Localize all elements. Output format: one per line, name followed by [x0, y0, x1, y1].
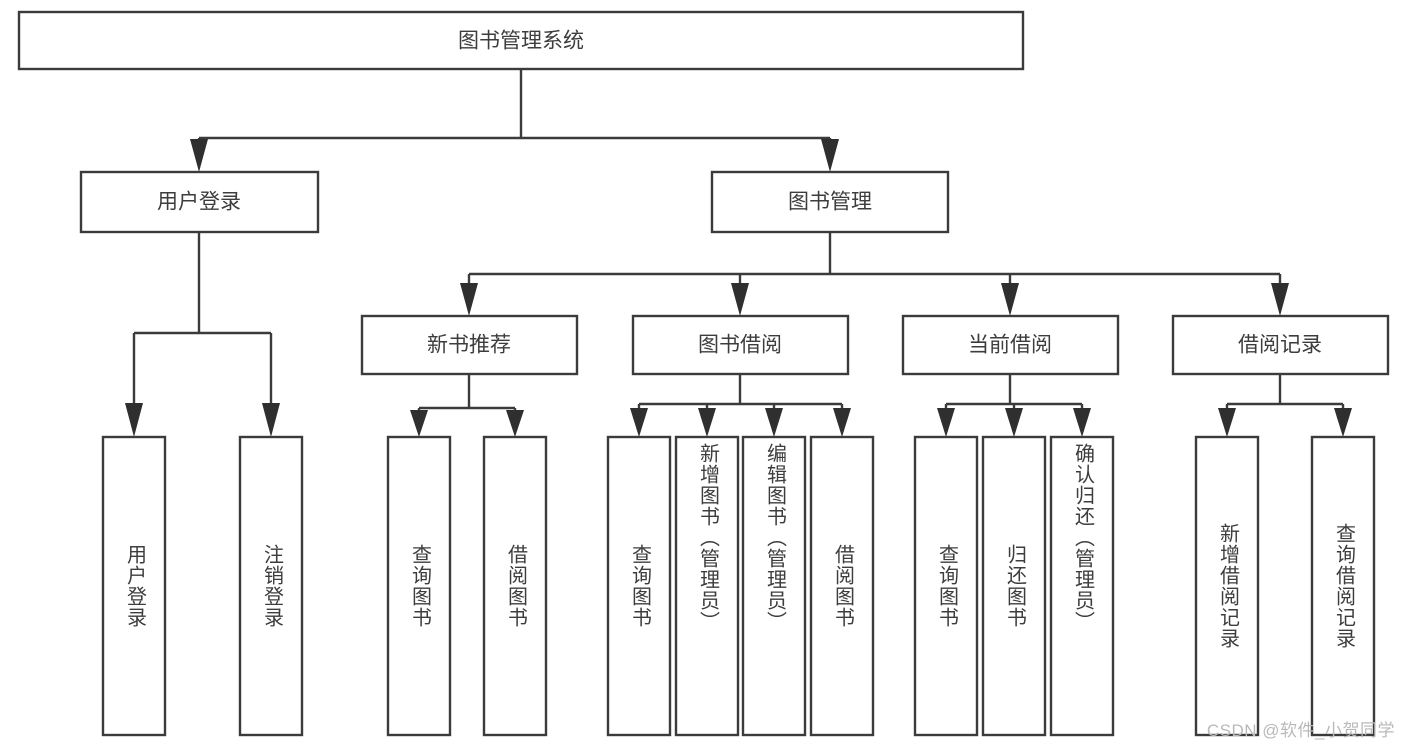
- arrow-head-leaf-return-book: [1005, 408, 1023, 437]
- node-user-login-box[interactable]: [79, 170, 320, 234]
- leaf-user-login-box[interactable]: [101, 435, 167, 737]
- connector-group-user-login: [125, 232, 280, 437]
- node-borrow-record[interactable]: 借阅记录: [1171, 314, 1390, 376]
- node-borrow-record-label: 借阅记录: [1238, 334, 1322, 357]
- arrow-head-user-login: [190, 139, 208, 172]
- node-book-management[interactable]: 图书管理: [710, 170, 950, 234]
- node-book-management-label: 图书管理: [788, 191, 872, 214]
- arrow-head-borrow-record: [1271, 283, 1289, 316]
- leaf-add-borrow-record-box[interactable]: [1194, 435, 1260, 737]
- node-current-borrow-box[interactable]: [901, 314, 1120, 376]
- leaf-return-book-box[interactable]: [981, 435, 1047, 737]
- arrow-head-leaf-borrow-book-rec: [506, 410, 524, 437]
- leaf-logout-login-box[interactable]: [238, 435, 304, 737]
- node-book-management-box[interactable]: [710, 170, 950, 234]
- leaf-query-book-current-box[interactable]: [913, 435, 979, 737]
- node-user-login[interactable]: 用户登录: [79, 170, 320, 234]
- node-root[interactable]: 图书管理系统: [17, 10, 1025, 71]
- leaf-boxes: [101, 435, 1376, 737]
- leaf-borrow-book-rec-box[interactable]: [482, 435, 548, 737]
- leaf-edit-book-admin-box[interactable]: [741, 435, 807, 737]
- arrow-head-leaf-logout-login: [262, 403, 280, 437]
- arrow-head-leaf-user-login: [125, 403, 143, 437]
- arrow-head-leaf-query-book-rec: [410, 410, 428, 437]
- node-root-label: 图书管理系统: [458, 30, 584, 53]
- csdn-watermark: CSDN @软件_小贺同学: [1206, 721, 1395, 740]
- node-book-borrow-box[interactable]: [631, 314, 850, 376]
- leaf-query-book-rec-box[interactable]: [386, 435, 452, 737]
- node-new-book-recommend-label: 新书推荐: [427, 334, 511, 357]
- connector-group-book-management: [460, 232, 1289, 316]
- arrow-head-leaf-edit-book-admin: [765, 408, 783, 437]
- connector-group-current-borrow: [937, 374, 1091, 437]
- arrow-head-leaf-add-borrow-record: [1218, 408, 1236, 437]
- arrow-head-new-book-recommend: [460, 283, 478, 316]
- node-book-borrow-label: 图书借阅: [698, 334, 782, 357]
- leaf-confirm-return-admin-box[interactable]: [1049, 435, 1115, 737]
- node-new-book-recommend[interactable]: 新书推荐: [360, 314, 579, 376]
- leaf-borrow-book-box[interactable]: [809, 435, 875, 737]
- connector-group-book-borrow: [630, 374, 851, 437]
- node-new-book-recommend-box[interactable]: [360, 314, 579, 376]
- node-user-login-label: 用户登录: [157, 191, 241, 214]
- node-current-borrow-label: 当前借阅: [968, 334, 1052, 357]
- node-root-box[interactable]: [17, 10, 1025, 71]
- arrow-head-book-borrow: [731, 283, 749, 316]
- leaf-add-book-admin-box[interactable]: [674, 435, 740, 737]
- connector-group-borrow-record: [1218, 374, 1352, 437]
- leaf-query-borrow-record-box[interactable]: [1310, 435, 1376, 737]
- arrow-head-leaf-borrow-book: [833, 408, 851, 437]
- arrow-head-leaf-query-book-current: [937, 408, 955, 437]
- arrow-head-book-management: [821, 139, 839, 172]
- leaf-query-book-borrow-box[interactable]: [606, 435, 672, 737]
- arrow-head-leaf-add-book-admin: [698, 408, 716, 437]
- node-current-borrow[interactable]: 当前借阅: [901, 314, 1120, 376]
- node-borrow-record-box[interactable]: [1171, 314, 1390, 376]
- node-book-borrow[interactable]: 图书借阅: [631, 314, 850, 376]
- arrow-head-leaf-query-borrow-record: [1334, 408, 1352, 437]
- connector-group-new-book-recommend: [410, 374, 524, 437]
- arrow-head-leaf-query-book-borrow: [630, 408, 648, 437]
- arrow-head-current-borrow: [1001, 283, 1019, 316]
- arrow-head-leaf-confirm-return-admin: [1073, 408, 1091, 437]
- connector-group-root: [190, 69, 839, 172]
